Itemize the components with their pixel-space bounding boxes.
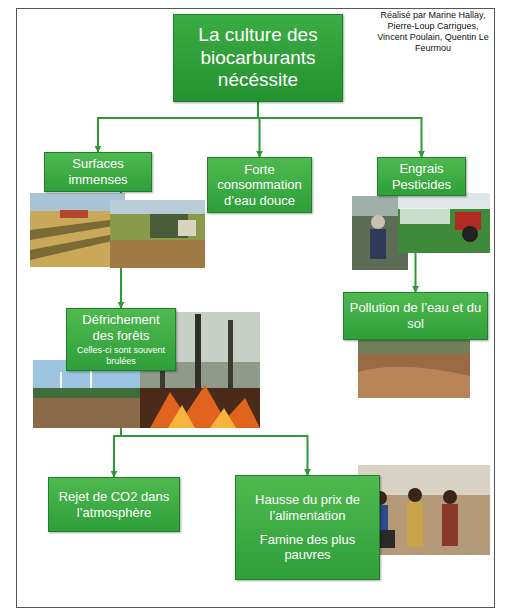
box-subtext: Celles-ci sont souvent brulées: [72, 345, 170, 367]
process-box: Rejet de CO2 dans l’atmosphère: [48, 477, 180, 532]
connector-arrow: [98, 102, 258, 152]
box-text: Rejet de CO2 dans l’atmosphère: [54, 489, 174, 520]
box-text: Pollution de l’eau et du sol: [349, 300, 482, 331]
box-text: Forte consommation d’eau douce: [213, 162, 306, 209]
box-text: La culture des biocarburants nécéssite: [179, 24, 337, 92]
process-box: Surfaces immenses: [44, 152, 152, 192]
box-text: Surfaces immenses: [50, 156, 146, 187]
process-box: Hausse du prix de l’alimentationFamine d…: [235, 475, 380, 580]
tractor-photo: [398, 193, 490, 253]
process-box: Défrichement des forêtsCelles-ci sont so…: [66, 308, 176, 371]
credit-note: Réalisé par Marine Hallay, Pierre-Loup C…: [372, 10, 494, 54]
main-box: La culture des biocarburants nécéssite: [173, 14, 343, 102]
connector-arrow: [258, 102, 422, 157]
harvest-photo: [110, 200, 205, 268]
process-box: Pollution de l’eau et du sol: [343, 292, 488, 340]
process-box: Engrais Pesticides: [377, 157, 466, 196]
box-text: Engrais Pesticides: [383, 161, 460, 192]
box-subtext: Famine des plus pauvres: [241, 532, 374, 563]
box-text: Hausse du prix de l’alimentation: [241, 492, 374, 523]
page-frame: [17, 9, 495, 608]
process-box: Forte consommation d’eau douce: [207, 157, 312, 213]
box-text: Défrichement des forêts: [72, 312, 170, 343]
polluted-water-photo: [358, 340, 470, 398]
